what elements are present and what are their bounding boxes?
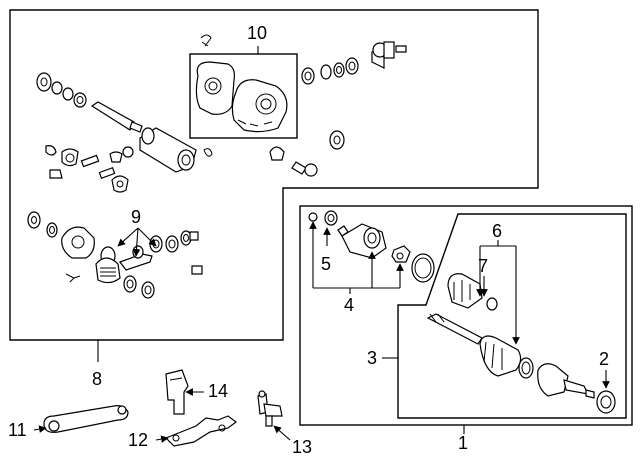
callout-13: 13 xyxy=(292,437,313,457)
callout-7: 7 xyxy=(478,256,489,276)
callout-3: 3 xyxy=(367,348,378,368)
callout-8: 8 xyxy=(92,369,103,389)
callout-11: 11 xyxy=(8,420,27,440)
callout-5: 5 xyxy=(321,254,332,274)
group-10-box xyxy=(189,53,298,139)
axle-shaft-parts xyxy=(308,210,616,414)
group-8-frame xyxy=(9,9,539,341)
callout-9: 9 xyxy=(131,207,142,227)
group-3-frame xyxy=(397,213,627,419)
callout-12: 12 xyxy=(128,430,149,450)
callout-4: 4 xyxy=(344,295,355,315)
callout-10: 10 xyxy=(247,23,268,43)
differential-parts xyxy=(27,34,407,299)
callout-14: 14 xyxy=(208,381,229,401)
leader-lines xyxy=(33,46,610,443)
callout-1: 1 xyxy=(458,433,469,453)
callout-6: 6 xyxy=(492,221,503,241)
group-1-frame xyxy=(299,205,633,426)
callout-2: 2 xyxy=(599,349,610,369)
loose-parts xyxy=(43,369,283,447)
